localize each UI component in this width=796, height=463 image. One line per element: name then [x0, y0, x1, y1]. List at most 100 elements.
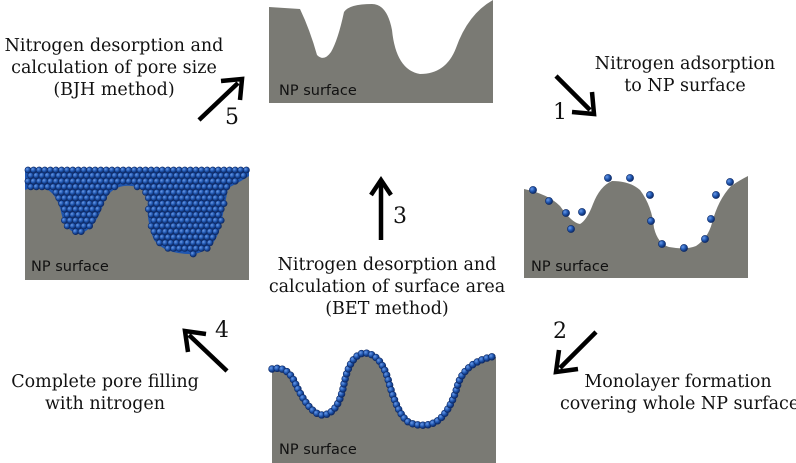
nitrogen-molecule: [75, 222, 82, 230]
nitrogen-molecule: [33, 183, 40, 191]
nitrogen-molecule: [214, 166, 222, 174]
nitrogen-molecule: [237, 166, 245, 174]
nitrogen-molecule: [186, 177, 194, 185]
np-surface-label: NP surface: [279, 442, 357, 458]
nitrogen-molecule: [97, 166, 105, 174]
nitrogen-molecule: [156, 216, 163, 224]
nitrogen-molecule: [189, 216, 197, 224]
nitrogen-molecule: [226, 177, 233, 185]
nitrogen-molecule: [203, 211, 211, 219]
nitrogen-molecule: [24, 166, 32, 174]
nitrogen-molecule: [189, 228, 197, 235]
nitrogen-molecule: [164, 244, 172, 252]
nitrogen-molecule: [55, 183, 63, 191]
nitrogen-molecule: [156, 194, 163, 202]
nitrogen-molecule: [77, 172, 85, 179]
nitrogen-molecule: [103, 166, 110, 174]
nitrogen-molecule: [170, 188, 177, 196]
nitrogen-molecule: [217, 172, 225, 179]
nitrogen-molecule: [164, 233, 172, 241]
nitrogen-molecule: [35, 177, 43, 185]
nitrogen-molecule: [133, 183, 141, 191]
nitrogen-molecule: [142, 177, 149, 185]
nitrogen-molecule: [108, 177, 116, 185]
nitrogen-molecule: [175, 233, 183, 241]
nitrogen-molecule: [184, 194, 191, 202]
nitrogen-molecule: [153, 211, 161, 219]
nitrogen-molecule: [212, 228, 219, 235]
nitrogen-molecule: [55, 194, 63, 202]
nitrogen-molecule: [172, 172, 180, 179]
nitrogen-molecule: [72, 216, 79, 224]
nitrogen-molecule: [100, 194, 107, 202]
nitrogen-molecule: [69, 222, 77, 230]
nitrogen-molecule: [181, 177, 189, 185]
nitrogen-molecule: [209, 233, 217, 241]
nitrogen-molecule: [75, 200, 82, 207]
nitrogen-molecule: [680, 244, 688, 252]
nitrogen-molecule: [35, 166, 43, 174]
nitrogen-molecule: [189, 183, 197, 191]
nitrogen-molecule: [94, 183, 102, 191]
nitrogen-molecule: [626, 174, 634, 182]
nitrogen-molecule: [217, 194, 225, 202]
nitrogen-molecule: [203, 244, 211, 252]
nitrogen-molecule: [195, 228, 203, 235]
filled-molecules: [24, 166, 250, 258]
nitrogen-molecule: [167, 216, 175, 224]
nitrogen-molecule: [167, 194, 175, 202]
nitrogen-molecule: [158, 222, 166, 230]
nitrogen-molecule: [242, 166, 250, 174]
nitrogen-molecule: [89, 205, 96, 213]
nitrogen-molecule: [158, 177, 166, 185]
nitrogen-molecule: [175, 211, 183, 219]
nitrogen-molecule: [89, 172, 96, 179]
nitrogen-molecule: [214, 188, 222, 196]
nitrogen-molecule: [209, 211, 217, 219]
nitrogen-molecule: [220, 200, 228, 207]
nitrogen-molecule: [61, 183, 68, 191]
nitrogen-molecule: [167, 183, 175, 191]
nitrogen-molecule: [189, 250, 197, 258]
nitrogen-molecule: [186, 200, 194, 207]
nitrogen-molecule: [130, 177, 138, 185]
nitrogen-molecule: [161, 216, 169, 224]
nitrogen-molecule: [69, 200, 77, 207]
nitrogen-molecule: [192, 233, 200, 241]
nitrogen-molecule: [167, 205, 175, 213]
nitrogen-molecule: [192, 177, 200, 185]
nitrogen-molecule: [164, 177, 172, 185]
arrow-step-2: [553, 330, 598, 375]
nitrogen-molecule: [488, 353, 496, 361]
nitrogen-molecule: [125, 177, 133, 185]
nitrogen-molecule: [156, 239, 163, 247]
nitrogen-molecule: [578, 208, 586, 216]
nitrogen-molecule: [86, 211, 93, 219]
nitrogen-molecule: [94, 194, 102, 202]
nitrogen-molecule: [89, 183, 96, 191]
nitrogen-molecule: [58, 177, 65, 185]
nitrogen-molecule: [147, 177, 155, 185]
nitrogen-molecule: [97, 200, 105, 207]
nitrogen-molecule: [97, 188, 105, 196]
nitrogen-molecule: [30, 166, 37, 174]
nitrogen-molecule: [161, 205, 169, 213]
nitrogen-molecule: [214, 222, 222, 230]
nitrogen-molecule: [220, 177, 228, 185]
nitrogen-molecule: [172, 216, 180, 224]
nitrogen-molecule: [200, 239, 208, 247]
nitrogen-molecule: [103, 188, 110, 196]
panel-monolayer: NP surface: [268, 349, 496, 463]
adsorbed-molecules: [529, 174, 734, 252]
nitrogen-molecule: [178, 205, 186, 213]
nitrogen-molecule: [195, 216, 203, 224]
nitrogen-molecule: [184, 205, 191, 213]
nitrogen-molecule: [89, 216, 96, 224]
nitrogen-molecule: [212, 194, 219, 202]
nitrogen-molecule: [206, 172, 214, 179]
nitrogen-molecule: [217, 205, 225, 213]
nitrogen-molecule: [181, 222, 189, 230]
nitrogen-molecule: [178, 183, 186, 191]
nitrogen-molecule: [181, 244, 189, 252]
nitrogen-molecule: [147, 200, 155, 207]
